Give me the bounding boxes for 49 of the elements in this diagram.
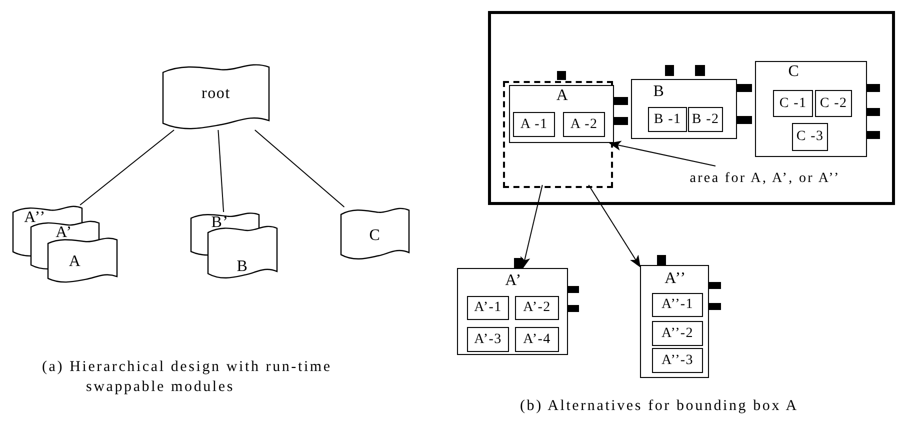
module-box — [631, 79, 737, 139]
module-label: A -2 — [570, 118, 598, 132]
submodule-box — [467, 327, 509, 352]
module-label: A’-1 — [474, 301, 502, 315]
module-label: C -3 — [796, 130, 824, 144]
connector-line — [218, 130, 224, 212]
module-box — [457, 268, 568, 355]
module-label: A’-2 — [523, 301, 551, 315]
module-label: A — [555, 88, 570, 104]
arrow — [588, 184, 641, 268]
module-label: A’’-1 — [661, 298, 694, 312]
connector-line — [80, 130, 175, 206]
module-label: A’’ — [664, 271, 688, 287]
module-label: C — [787, 64, 801, 80]
module-box — [755, 61, 867, 157]
module-label: A’ — [504, 273, 523, 289]
arrow — [520, 184, 543, 269]
submodule-box — [815, 90, 852, 117]
annotation-text: area for A, A’, or A’’ — [690, 172, 840, 186]
module-label: C -2 — [820, 96, 848, 110]
module-label: B — [652, 84, 666, 100]
submodule-box — [652, 321, 703, 346]
module-label: A’’-3 — [661, 354, 694, 368]
dashed-area-box — [503, 81, 613, 188]
submodule-box — [773, 90, 813, 117]
submodule-box — [513, 112, 555, 137]
connector-line — [254, 130, 345, 208]
module-label: A -1 — [520, 118, 548, 132]
frame-box — [488, 11, 895, 205]
module-label: B -1 — [654, 112, 682, 126]
submodule-box — [792, 123, 828, 151]
module-label: A’’-2 — [661, 326, 694, 340]
submodule-box — [515, 296, 559, 320]
submodule-box — [652, 293, 703, 317]
module-box — [509, 85, 614, 143]
module-label: A’-3 — [474, 332, 502, 346]
module-label: A’-4 — [523, 332, 551, 346]
submodule-box — [563, 112, 605, 137]
module-box — [640, 265, 709, 378]
figure-caption: (b) Alternatives for bounding box A — [520, 397, 798, 416]
submodule-box — [467, 296, 509, 320]
module-label: B -2 — [692, 112, 720, 126]
submodule-box — [515, 327, 559, 352]
figure-caption: (a) Hierarchical design with run-time swappable modules — [42, 358, 333, 397]
submodule-box — [648, 107, 687, 132]
module-label: C -1 — [779, 96, 807, 110]
arrow — [609, 140, 716, 166]
submodule-box — [688, 107, 723, 132]
submodule-box — [652, 348, 703, 373]
